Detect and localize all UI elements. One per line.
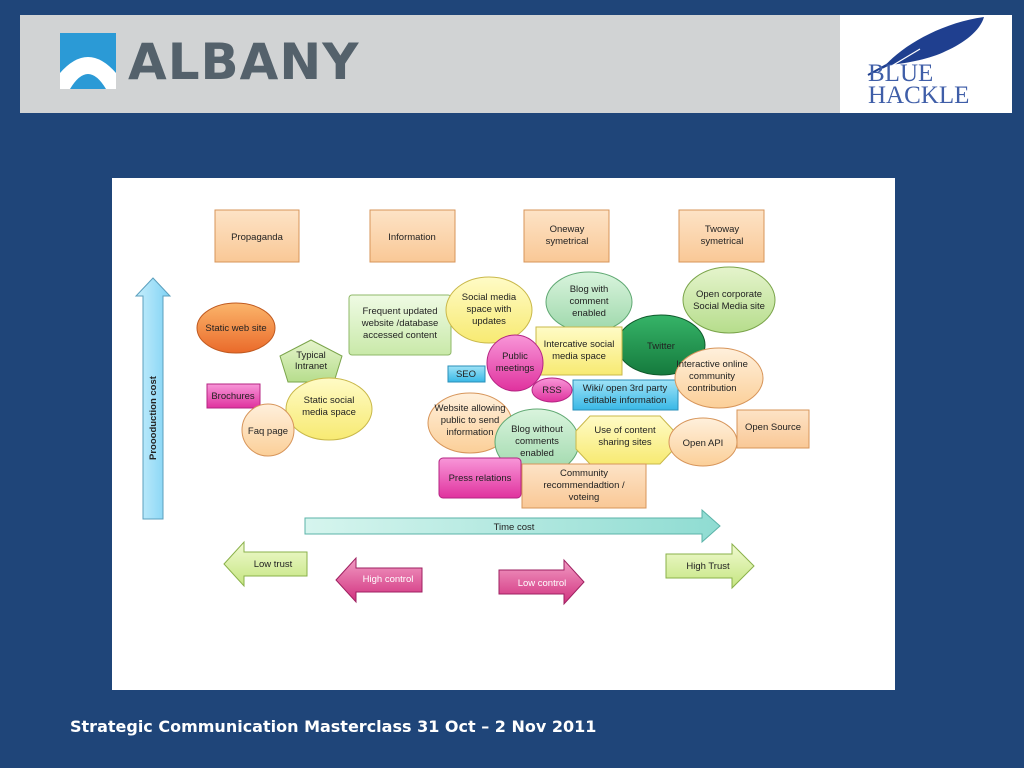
seo-label: SEO bbox=[456, 369, 476, 380]
arrow-low-control: Low control bbox=[498, 558, 585, 606]
high-control-label: High control bbox=[363, 574, 414, 585]
blue-hackle-line-1: BLUE bbox=[868, 60, 934, 87]
node-faq-page: Faq page bbox=[241, 403, 295, 457]
column-propaganda-label: Propaganda bbox=[231, 232, 283, 243]
column-propaganda: Propaganda bbox=[214, 209, 300, 263]
low-trust-label: Low trust bbox=[254, 559, 293, 570]
blue-hackle-logo: BLUE HACKLE bbox=[840, 15, 1012, 113]
faq-page-label: Faq page bbox=[248, 426, 288, 437]
albany-logo: ALBANY bbox=[60, 33, 400, 93]
static-web-site-label: Static web site bbox=[205, 323, 266, 334]
rss-label: RSS bbox=[542, 385, 562, 396]
node-static-web-site: Static web site bbox=[196, 302, 276, 354]
arrow-high-trust: High Trust bbox=[665, 542, 755, 590]
brochures-label: Brochures bbox=[211, 391, 255, 402]
node-open-api: Open API bbox=[668, 417, 738, 467]
header-bar: ALBANY bbox=[20, 15, 840, 113]
open-source-label: Open Source bbox=[745, 422, 801, 433]
low-control-label: Low control bbox=[518, 578, 567, 589]
press-relations-label: Press relations bbox=[449, 473, 512, 484]
blue-hackle-text: BLUE HACKLE bbox=[868, 60, 970, 109]
albany-logo-text: ALBANY bbox=[128, 33, 360, 91]
high-trust-label: High Trust bbox=[686, 561, 730, 572]
arrow-low-trust: Low trust bbox=[223, 540, 308, 588]
node-press-relations: Press relations bbox=[438, 457, 522, 499]
node-open-source: Open Source bbox=[736, 409, 810, 449]
column-information-label: Information bbox=[388, 232, 436, 243]
time-cost-label: Time cost bbox=[494, 522, 535, 533]
time-cost-axis: Time cost bbox=[304, 508, 721, 544]
node-rss: RSS bbox=[531, 377, 573, 403]
open-api-label: Open API bbox=[683, 438, 724, 449]
feather-icon bbox=[867, 17, 984, 76]
node-seo: SEO bbox=[447, 365, 486, 383]
twitter-label: Twitter bbox=[647, 341, 675, 352]
production-cost-label: Proooduction cost bbox=[148, 375, 159, 460]
albany-mark-icon bbox=[60, 33, 116, 89]
node-brochures: Brochures bbox=[206, 383, 261, 409]
production-cost-axis: Proooduction cost bbox=[134, 277, 172, 520]
arrow-high-control: High control bbox=[335, 556, 423, 604]
blue-hackle-line-2: HACKLE bbox=[868, 82, 970, 109]
footer-caption: Strategic Communication Masterclass 31 O… bbox=[70, 717, 597, 736]
column-information: Information bbox=[369, 209, 456, 263]
